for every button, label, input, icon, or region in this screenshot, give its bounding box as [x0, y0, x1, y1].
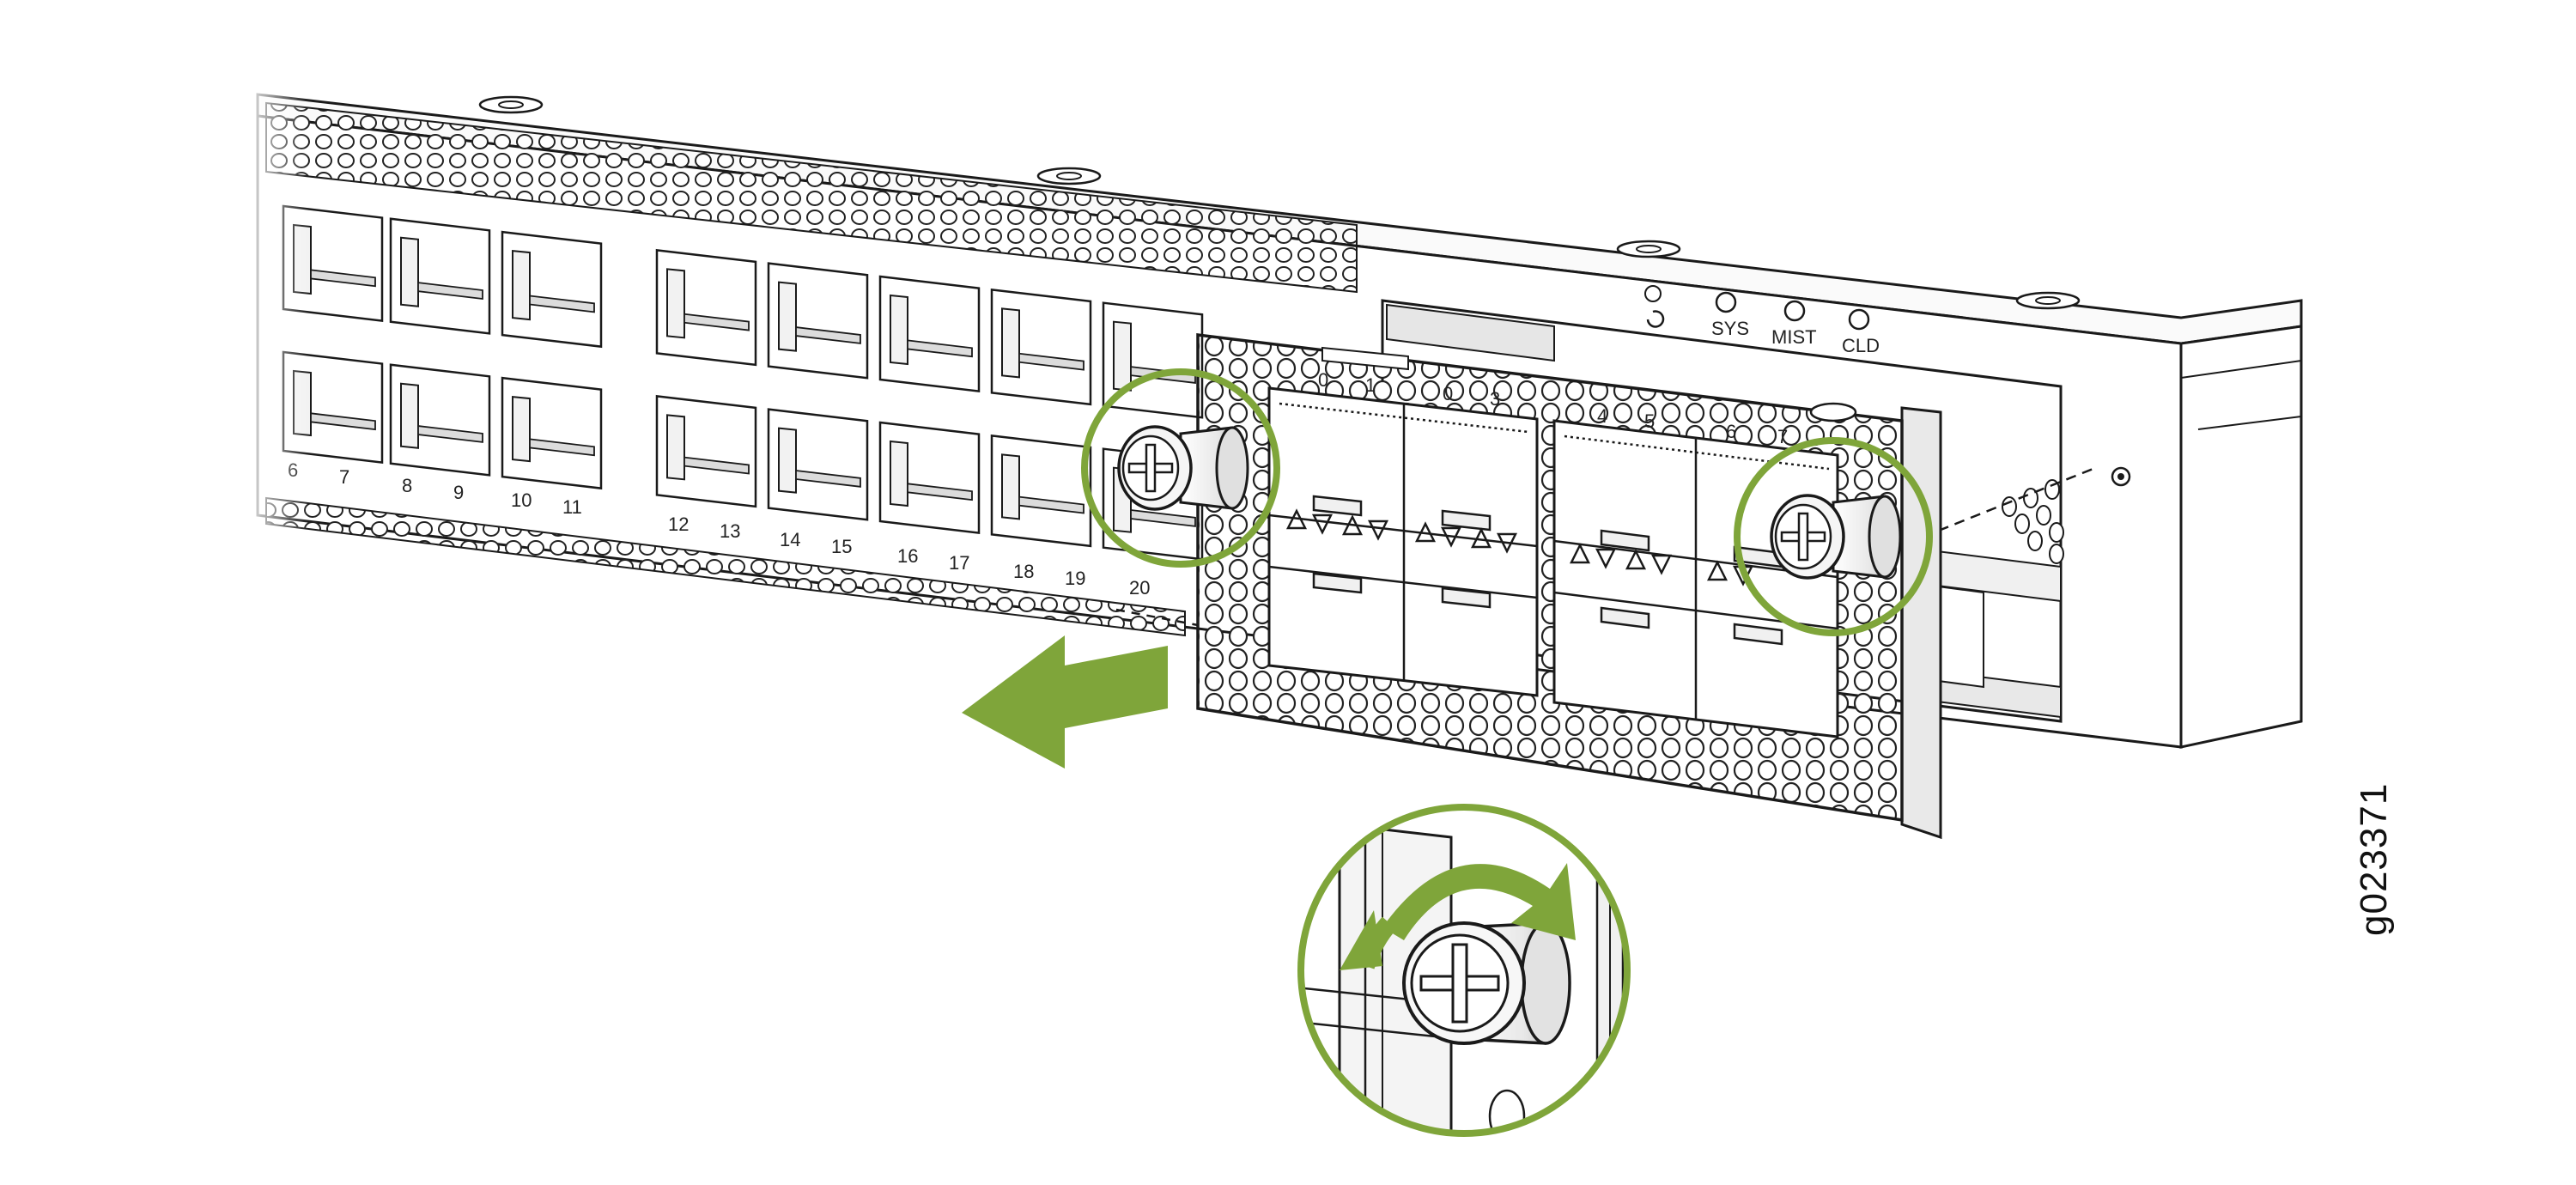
module-port-label: 1	[1365, 374, 1376, 396]
module-port-label: 0	[1443, 383, 1453, 404]
sys-led-label: SYS	[1711, 318, 1749, 339]
sfp-port-cage	[767, 408, 869, 521]
port-label: 16	[897, 545, 918, 567]
port-label: 9	[453, 482, 464, 503]
port-label: 11	[562, 496, 582, 518]
rotate-ccw-icon	[1340, 863, 1576, 970]
sfp-port-cage	[501, 376, 603, 490]
captive-screw-icon	[1770, 494, 1902, 580]
sfp-port-cage	[878, 421, 981, 534]
port-label: 10	[511, 489, 532, 511]
mist-led-label: MIST	[1771, 326, 1817, 348]
arrow-left-icon	[962, 635, 1168, 769]
bay-vent-holes	[2002, 479, 2064, 564]
port-label: 8	[402, 475, 412, 496]
screw-loosen-detail	[1297, 804, 1631, 1137]
cld-led-label: CLD	[1842, 335, 1880, 356]
figure-id-label: g023371	[2353, 782, 2395, 936]
sfp-port-cage	[878, 275, 981, 392]
sfp-port-cage	[655, 248, 757, 367]
lid-screw-icon	[478, 95, 2081, 310]
sfp-port-cage	[990, 288, 1092, 406]
port-label: 19	[1065, 568, 1085, 589]
module-port-label: 6	[1726, 421, 1736, 442]
module-port-labels: 0 1 0 3 4 5 6 7	[1318, 369, 1788, 447]
left-captive-screw-callout	[1081, 368, 1280, 568]
sfp-port-cage	[1102, 301, 1204, 419]
module-port-label: 3	[1490, 388, 1500, 410]
port-label: 7	[339, 466, 349, 488]
sfp-port-cage	[990, 434, 1092, 548]
port-label: 18	[1013, 561, 1034, 582]
sfp-port-cage	[389, 217, 491, 335]
module-port-label: 4	[1597, 405, 1607, 427]
port-direction-markers	[1285, 508, 1754, 586]
sys-led-icon	[1715, 291, 1737, 313]
sfp-port-cage	[655, 394, 757, 508]
status-led-panel: SYS MIST CLD	[1644, 285, 1880, 356]
port-label: 15	[831, 536, 852, 557]
port-label: 17	[949, 552, 969, 574]
module-latches	[1312, 495, 1783, 646]
upper-port-row	[282, 204, 1204, 419]
module-port-label: 7	[1777, 426, 1788, 447]
sfp-port-cage	[767, 262, 869, 380]
sfp-port-cage	[501, 230, 603, 349]
right-captive-screw-callout	[1734, 437, 1933, 636]
reset-icon	[1646, 310, 1665, 328]
module-port-label: 0	[1318, 369, 1328, 391]
port-label: 12	[668, 514, 689, 535]
port-label: 20	[1129, 577, 1150, 599]
mist-led-icon	[1783, 300, 1806, 322]
port-number-labels: 6 7 8 9 10 11 12 13 14 15 16 17 18 19 20	[288, 459, 1150, 599]
captive-screw-icon	[1117, 425, 1249, 511]
uplink-module: 0 1 0 3 4 5 6 7	[1196, 333, 1942, 840]
cld-led-icon	[1848, 308, 1870, 331]
port-label: 13	[720, 520, 740, 542]
sfp-port-cage	[389, 363, 491, 477]
module-port-label: 5	[1644, 410, 1655, 432]
port-label: 14	[780, 529, 800, 550]
